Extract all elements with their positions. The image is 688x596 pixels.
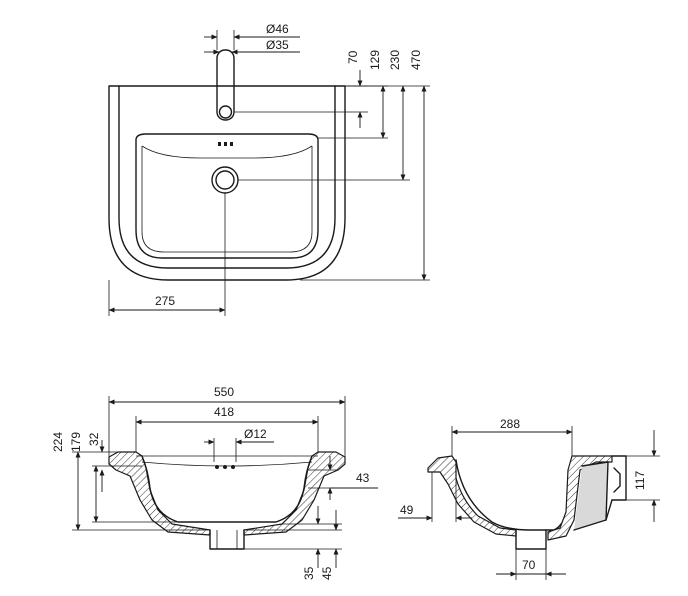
back-support-outline [573,461,609,531]
dim-49-label: 49 [400,503,414,517]
dim-550: 550 [108,385,346,457]
dim-35: 35 [244,506,342,580]
dim-288: 288 [451,417,573,456]
dim-275-label: 275 [155,294,175,308]
side-drain-outlet [515,529,547,550]
back-wall-section [547,455,613,541]
dim-diameter-35-label: Ø35 [266,38,289,52]
dim-diameter-12: Ø12 [204,427,274,462]
dim-49: 49 [398,462,472,522]
tap-hole [218,105,233,119]
bowl-inner-edge [141,145,313,159]
dim-550-label: 550 [214,385,234,399]
dim-224-label: 224 [51,432,65,452]
dim-117: 117 [612,430,660,522]
front-section-view: 550 418 Ø12 224 179 [51,385,378,580]
side-section-view: 288 117 49 70 [398,417,660,580]
dim-230: 230 [238,50,410,181]
dim-45-label: 45 [320,566,334,580]
dim-275: 275 [108,193,226,316]
bowl-inner-profile [141,455,313,523]
dim-179-label: 179 [69,432,83,452]
dim-35-label: 35 [302,566,316,580]
dim-70-side: 70 [496,549,566,580]
dim-230-label: 230 [388,50,402,70]
dim-45: 45 [244,510,342,580]
dim-43: 43 [308,456,378,500]
dim-diameter-46: Ø46 [204,22,300,50]
dim-70-label: 70 [346,50,360,64]
dim-117-label: 117 [633,471,647,490]
wall-bracket [611,455,627,501]
bowl-outline [135,133,319,259]
dim-32-label: 32 [87,432,101,446]
basin-outer-outline [108,85,346,281]
dim-470-label: 470 [409,50,423,70]
dim-diameter-46-label: Ø46 [266,22,289,36]
bowl-rim-outline [118,85,336,269]
back-support [574,462,608,530]
dim-70: 70 [234,50,368,128]
drain-hole-inner [215,170,235,190]
dim-224: 224 [51,432,210,531]
bowl-rim-inner-line [141,461,313,467]
bowl-inner-floor [141,146,313,253]
dim-179: 179 [69,432,178,523]
overflow-holes [218,142,233,146]
dim-418: 418 [135,405,319,452]
plan-view: Ø46 Ø35 70 129 230 [108,22,430,316]
front-rim-section [427,455,517,537]
dim-diameter-12-label: Ø12 [244,427,267,441]
dim-418-label: 418 [214,405,234,419]
dim-288-label: 288 [500,417,520,431]
dim-43-label: 43 [356,471,370,485]
dim-129-label: 129 [368,50,382,70]
overflow-holes-front [215,465,235,469]
dim-32: 32 [87,432,105,492]
dim-470: 470 [300,50,430,281]
dim-70-side-label: 70 [522,558,536,572]
tap-hole-slot [216,49,235,121]
drain-outlet [209,529,245,550]
dim-diameter-35: Ø35 [204,38,300,55]
